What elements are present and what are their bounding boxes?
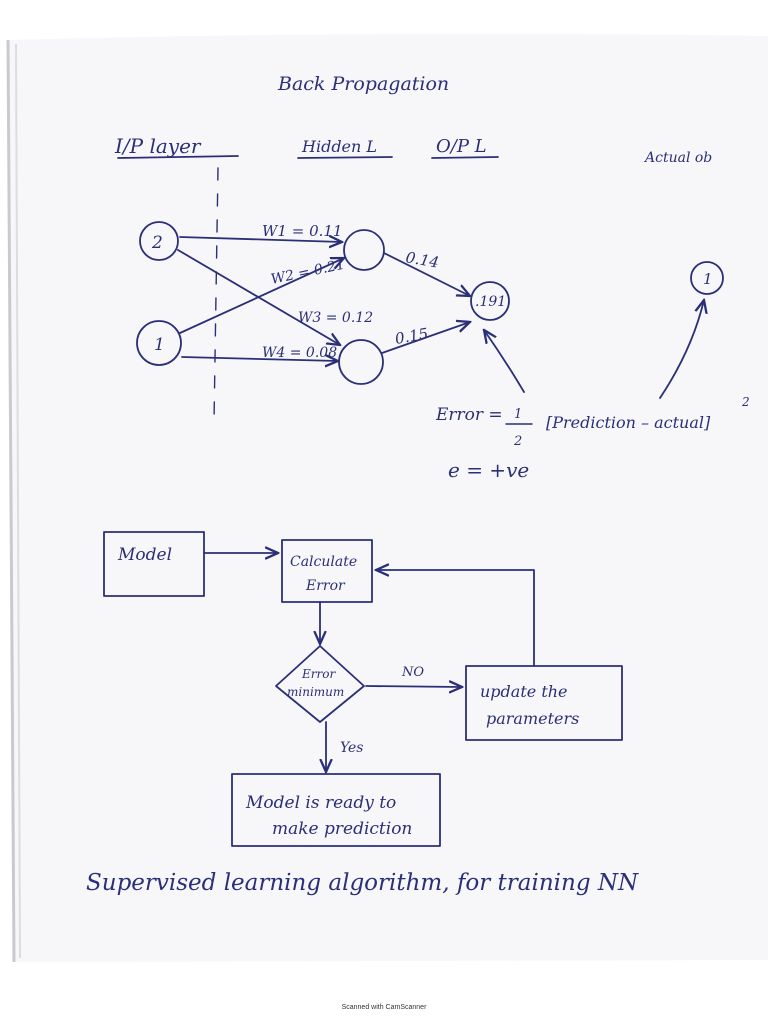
input-node-top — [139, 221, 179, 261]
output-layer-underline — [431, 156, 499, 159]
page-edge — [6, 39, 16, 963]
input-node-bottom — [136, 320, 182, 366]
model-ready-line1: Model is ready to — [245, 793, 396, 813]
page-edge-inner — [15, 43, 21, 959]
update-parameters-line2: parameters — [486, 709, 579, 728]
error-sign-note: e = +ve — [448, 458, 529, 482]
actual-output-label: Actual ob — [643, 150, 712, 166]
prediction-pointer-arrow — [484, 330, 525, 393]
error-formula-exponent: 2 — [741, 395, 750, 409]
weight-w3-label: W3 = 0.12 — [298, 310, 373, 326]
edge-h2-output — [381, 322, 470, 354]
edge-w4 — [181, 357, 338, 361]
input-node-bottom-value: 1 — [154, 335, 165, 355]
output-node-value: .191 — [475, 294, 506, 310]
edge-w1 — [179, 237, 342, 242]
model-box-label: Model — [117, 545, 172, 565]
weight-w4-label: W4 = 0.08 — [262, 345, 337, 361]
input-layer-underline — [117, 155, 239, 159]
calculate-error-box — [281, 539, 373, 603]
decision-line1: Error — [301, 667, 336, 681]
calculate-error-line1: Calculate — [290, 554, 357, 570]
page-title: Back Propagation — [277, 73, 449, 95]
actual-node-value: 1 — [703, 270, 713, 288]
decision-no-arrow — [365, 686, 462, 687]
error-fraction-numerator: 1 — [514, 407, 522, 422]
weight-w1-label: W1 = 0.11 — [262, 222, 342, 240]
decision-yes-label: Yes — [340, 740, 364, 756]
model-ready-line2: make prediction — [272, 819, 412, 839]
error-label: Error = — [435, 405, 503, 425]
hidden-node-top — [343, 229, 385, 271]
paper-sheet — [8, 33, 768, 962]
actual-node — [690, 261, 724, 295]
actual-pointer-arrow — [659, 300, 704, 399]
update-feedback-arrow — [376, 570, 535, 667]
input-node-top-value: 2 — [151, 233, 163, 253]
hidden-layer-label: Hidden L — [301, 137, 377, 156]
calculate-error-line2: Error — [305, 578, 346, 594]
decision-no-label: NO — [401, 665, 424, 680]
scanner-watermark: Scanned with CamScanner — [341, 1004, 427, 1011]
error-formula-body: [Prediction – actual] — [546, 413, 711, 432]
decision-line2: minimum — [287, 685, 344, 699]
model-ready-box — [231, 773, 441, 847]
edge-h1-output — [383, 252, 470, 296]
hidden-bottom-output-weight: 0.15 — [394, 324, 430, 348]
update-parameters-box — [465, 665, 623, 741]
hidden-layer-underline — [297, 156, 393, 159]
input-layer-label: I/P layer — [114, 134, 202, 158]
hidden-top-output-weight: 0.14 — [404, 248, 440, 272]
layer-divider — [213, 167, 219, 423]
edge-w2 — [179, 258, 344, 334]
output-node — [470, 281, 510, 321]
model-box — [103, 531, 205, 597]
output-layer-label: O/P L — [436, 136, 487, 157]
update-parameters-line1: update the — [480, 682, 568, 701]
caption-note: Supervised learning algorithm, for train… — [86, 870, 639, 896]
error-minimum-decision — [275, 645, 365, 723]
error-fraction-denominator: 2 — [513, 434, 522, 449]
